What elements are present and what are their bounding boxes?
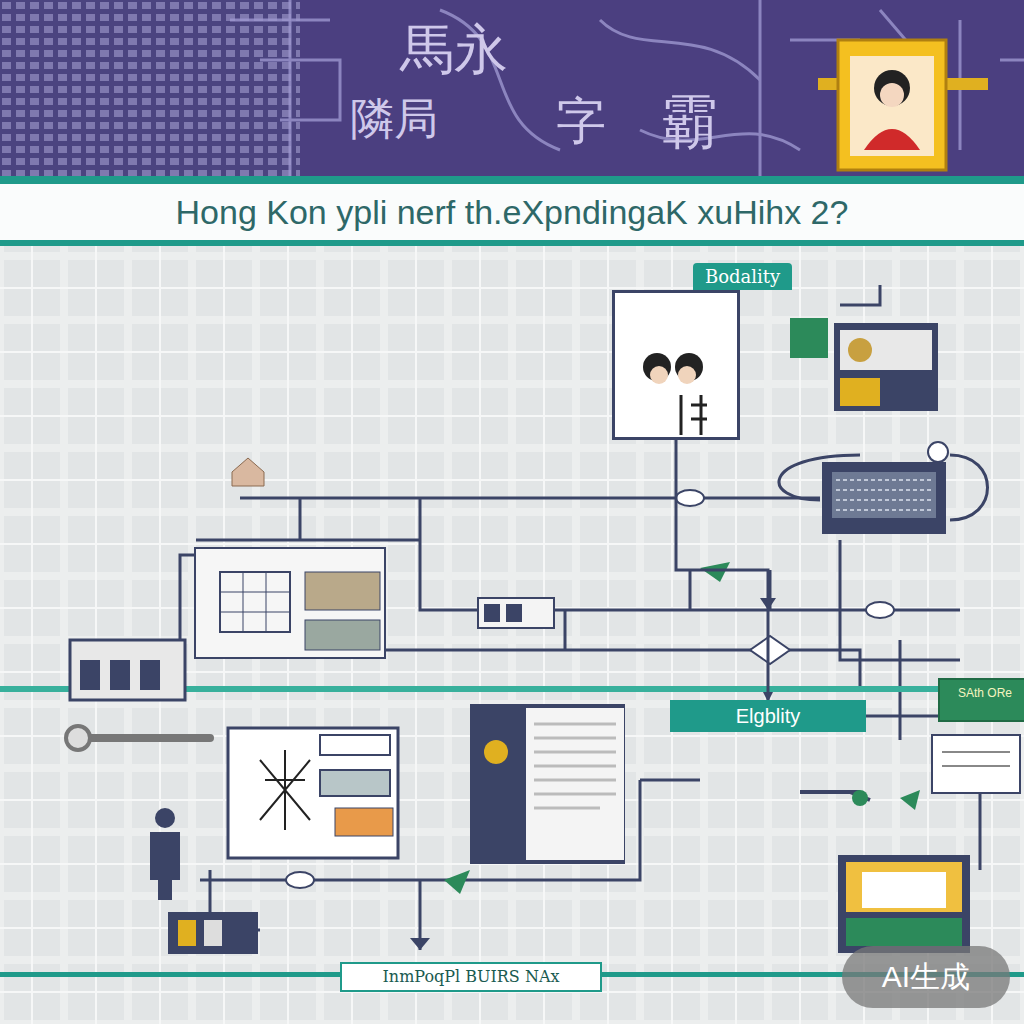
node-label: Elgblity <box>670 700 866 732</box>
glyph-text: 馬永 <box>400 14 508 87</box>
connector <box>676 440 768 700</box>
glyph-text: 字 <box>556 88 606 155</box>
portrait-sketch <box>617 295 737 435</box>
node-label: InmPoqPl BUIRS NAx <box>342 964 600 990</box>
glyph-text: 隣局 <box>350 90 438 149</box>
eligibility-band: Elgblity <box>670 700 866 732</box>
picture-box: Bodality <box>612 290 740 440</box>
node-label: Bodality <box>693 263 792 290</box>
watermark: AI生成 <box>842 946 1010 1008</box>
glyph-text: 霸 <box>660 84 718 162</box>
title-text: Hong Kon ypli nerf th.eXpndingaK xuHihx … <box>0 188 1024 236</box>
footer-label-box: InmPoqPl BUIRS NAx <box>340 962 602 992</box>
small-green-box: SAth ORe <box>938 678 1024 722</box>
connector <box>866 715 938 718</box>
node-label: SAth ORe <box>940 680 1024 700</box>
